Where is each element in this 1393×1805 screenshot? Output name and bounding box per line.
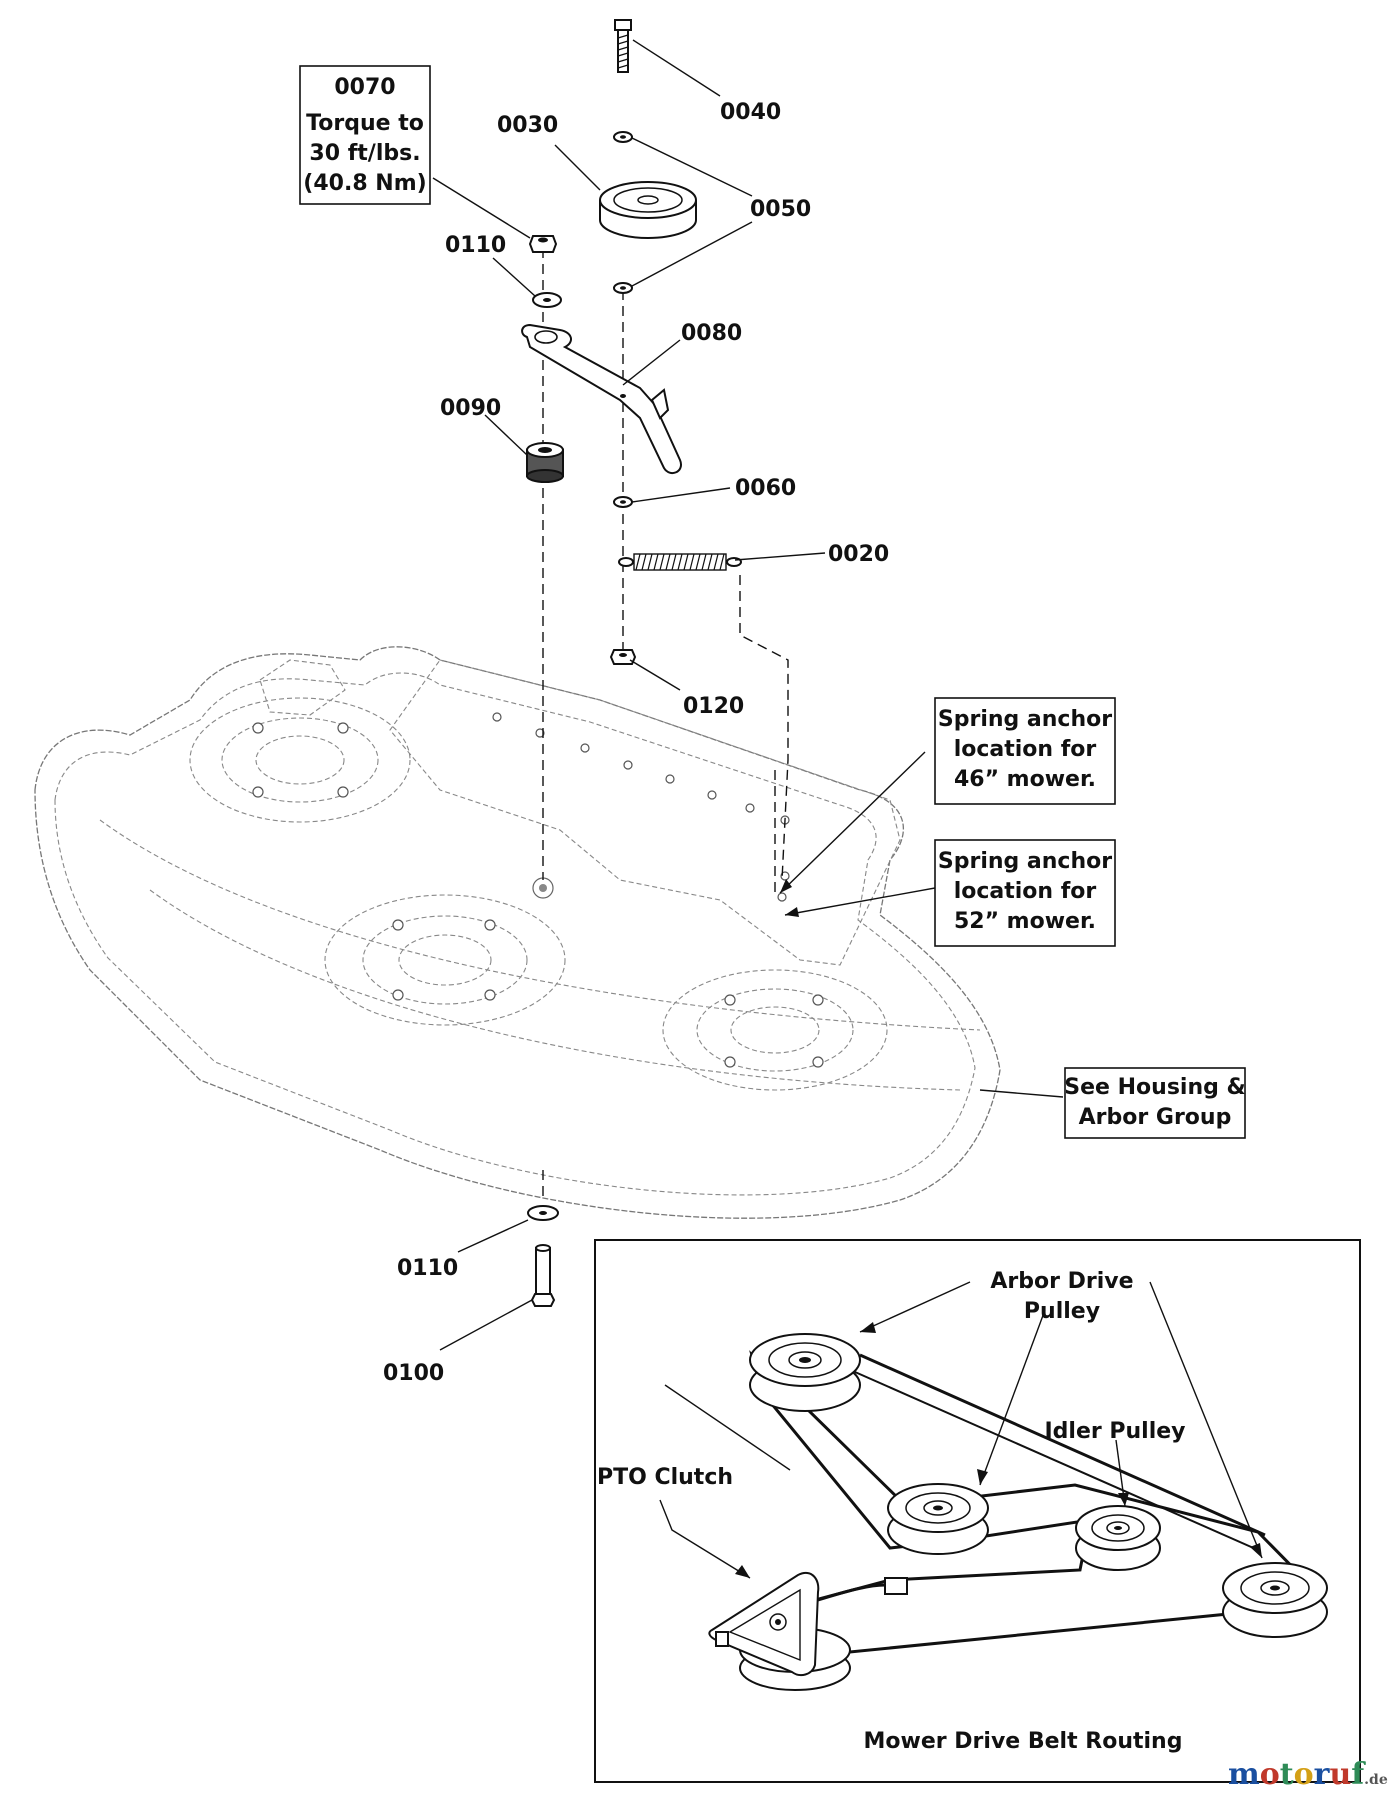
idler-arm-0080 — [521, 323, 682, 475]
inset-leader-lines — [659, 1281, 1263, 1579]
nut-0120 — [609, 649, 637, 665]
callout-0040: 0040 — [720, 100, 781, 125]
washer-0060 — [613, 496, 633, 508]
spring-0020 — [618, 553, 742, 571]
torque-note: 0070 Torque to 30 ft/lbs. (40.8 Nm) — [299, 65, 431, 205]
shoulder-bolt-0100 — [530, 1244, 556, 1307]
callout-0050: 0050 — [750, 197, 811, 222]
inset-arrowheads — [735, 1322, 1262, 1578]
nut-0110 — [528, 235, 558, 253]
housing-note-line: See Housing & — [1064, 1075, 1245, 1100]
callout-0110-bottom: 0110 — [397, 1256, 458, 1281]
housing-note-line: Arbor Group — [1079, 1105, 1232, 1130]
callout-0120: 0120 — [683, 694, 744, 719]
arbor-drive-pulley-label: Arbor Drive — [990, 1269, 1133, 1294]
torque-note-part: 0070 — [334, 75, 395, 100]
torque-note-line: 30 ft/lbs. — [309, 141, 420, 166]
spring-anchor-46-note: Spring anchor location for 46” mower. — [934, 697, 1116, 805]
inset-caption: Mower Drive Belt Routing — [864, 1729, 1183, 1754]
idler-pulley-0030 — [599, 181, 697, 239]
arbor-pulley-middle — [887, 1483, 989, 1555]
anchor52-line: 52” mower. — [954, 909, 1096, 934]
leader-lines — [432, 39, 1064, 1351]
idler-pulley-label: Idler Pulley — [1044, 1419, 1185, 1444]
torque-note-line: (40.8 Nm) — [303, 171, 426, 196]
spring-anchor-52-note: Spring anchor location for 52” mower. — [934, 839, 1116, 947]
housing-arbor-note: See Housing & Arbor Group — [1064, 1067, 1246, 1139]
anchor46-line: Spring anchor — [938, 707, 1112, 732]
bolt-0040 — [614, 19, 632, 73]
washer-0050 — [613, 131, 633, 294]
callout-0110-top: 0110 — [445, 233, 506, 258]
callout-0020: 0020 — [828, 542, 889, 567]
belt-routing-inset: Arbor Drive Pulley Idler Pulley PTO Clut… — [594, 1239, 1361, 1783]
arbor-pulley-left — [749, 1333, 861, 1412]
anchor52-line: Spring anchor — [938, 849, 1112, 874]
callout-0090: 0090 — [440, 396, 501, 421]
anchor46-line: location for — [954, 737, 1097, 762]
arbor-drive-pulley-label: Pulley — [1024, 1299, 1100, 1324]
callout-0080: 0080 — [681, 321, 742, 346]
callout-0030: 0030 — [497, 113, 558, 138]
pto-clutch — [708, 1572, 908, 1691]
washer-0110-bottom — [527, 1205, 559, 1221]
bushing-0090 — [526, 442, 564, 483]
part-callouts: 0040 0030 0050 0110 0080 0090 0060 0020 … — [383, 100, 889, 1388]
watermark-text: motoruf.de — [1228, 1757, 1388, 1792]
anchor46-line: 46” mower. — [954, 767, 1096, 792]
pto-clutch-label: PTO Clutch — [597, 1465, 733, 1490]
leader-arrowheads — [780, 879, 799, 917]
washer-0110-top — [532, 292, 562, 308]
mower-deck-housing — [34, 646, 1001, 1219]
callout-0060: 0060 — [735, 476, 796, 501]
callout-0100: 0100 — [383, 1361, 444, 1386]
anchor52-line: location for — [954, 879, 1097, 904]
watermark-logo: motoruf.de — [1228, 1757, 1388, 1792]
idler-pulley — [1075, 1505, 1161, 1571]
torque-note-line: Torque to — [306, 111, 424, 136]
arbor-pulley-right — [1222, 1562, 1328, 1638]
